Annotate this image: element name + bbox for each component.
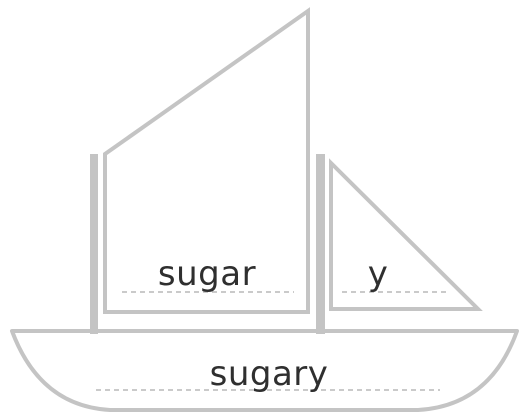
left-mast <box>90 154 98 334</box>
suffix-text: y <box>368 254 389 294</box>
large-sail <box>103 7 310 314</box>
small-sail <box>329 158 483 311</box>
right-mast <box>316 154 325 334</box>
boat-hull <box>10 329 519 412</box>
base-word-text: sugar <box>158 254 256 294</box>
result-word-text: sugary <box>210 354 329 394</box>
